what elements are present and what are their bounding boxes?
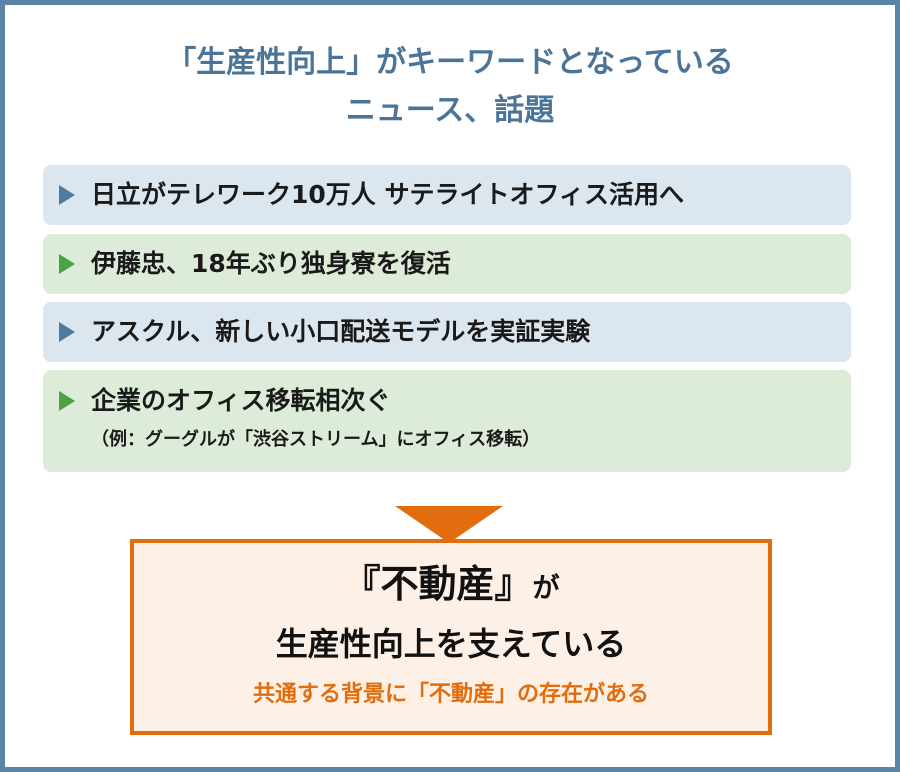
title-line-1: 「生産性向上」がキーワードとなっている bbox=[166, 45, 734, 80]
news-item-3: アスクル、新しい小口配送モデルを実証実験 bbox=[43, 302, 851, 362]
conclusion-note: 共通する背景に「不動産」の存在がある bbox=[252, 682, 649, 707]
title-line-2: ニュース、話題 bbox=[345, 93, 555, 128]
triangle-right-icon bbox=[59, 254, 75, 274]
conclusion-keyword: 『不動産』 bbox=[342, 562, 533, 606]
triangle-right-icon bbox=[59, 391, 75, 411]
triangle-right-icon bbox=[59, 185, 75, 205]
news-item-text: 伊藤忠、18年ぶり独身寮を復活 bbox=[91, 249, 451, 278]
triangle-down-arrow bbox=[395, 506, 503, 543]
conclusion-statement: 生産性向上を支えている bbox=[275, 625, 627, 663]
conclusion-headline: 『不動産』が bbox=[134, 559, 768, 617]
conclusion-particle: が bbox=[532, 573, 560, 604]
triangle-right-icon bbox=[59, 322, 75, 342]
news-item-text: アスクル、新しい小口配送モデルを実証実験 bbox=[91, 317, 591, 346]
news-item-subtext: （例：グーグルが「渋谷ストリーム」にオフィス移転） bbox=[91, 429, 541, 450]
news-item-4: 企業のオフィス移転相次ぐ （例：グーグルが「渋谷ストリーム」にオフィス移転） bbox=[43, 370, 851, 472]
news-item-text: 企業のオフィス移転相次ぐ bbox=[91, 386, 391, 415]
conclusion-box: 『不動産』が 生産性向上を支えている 共通する背景に「不動産」の存在がある bbox=[130, 539, 772, 735]
news-item-text: 日立がテレワーク10万人 サテライトオフィス活用へ bbox=[91, 180, 684, 209]
news-item-2: 伊藤忠、18年ぶり独身寮を復活 bbox=[43, 234, 851, 294]
news-item-1: 日立がテレワーク10万人 サテライトオフィス活用へ bbox=[43, 165, 851, 225]
